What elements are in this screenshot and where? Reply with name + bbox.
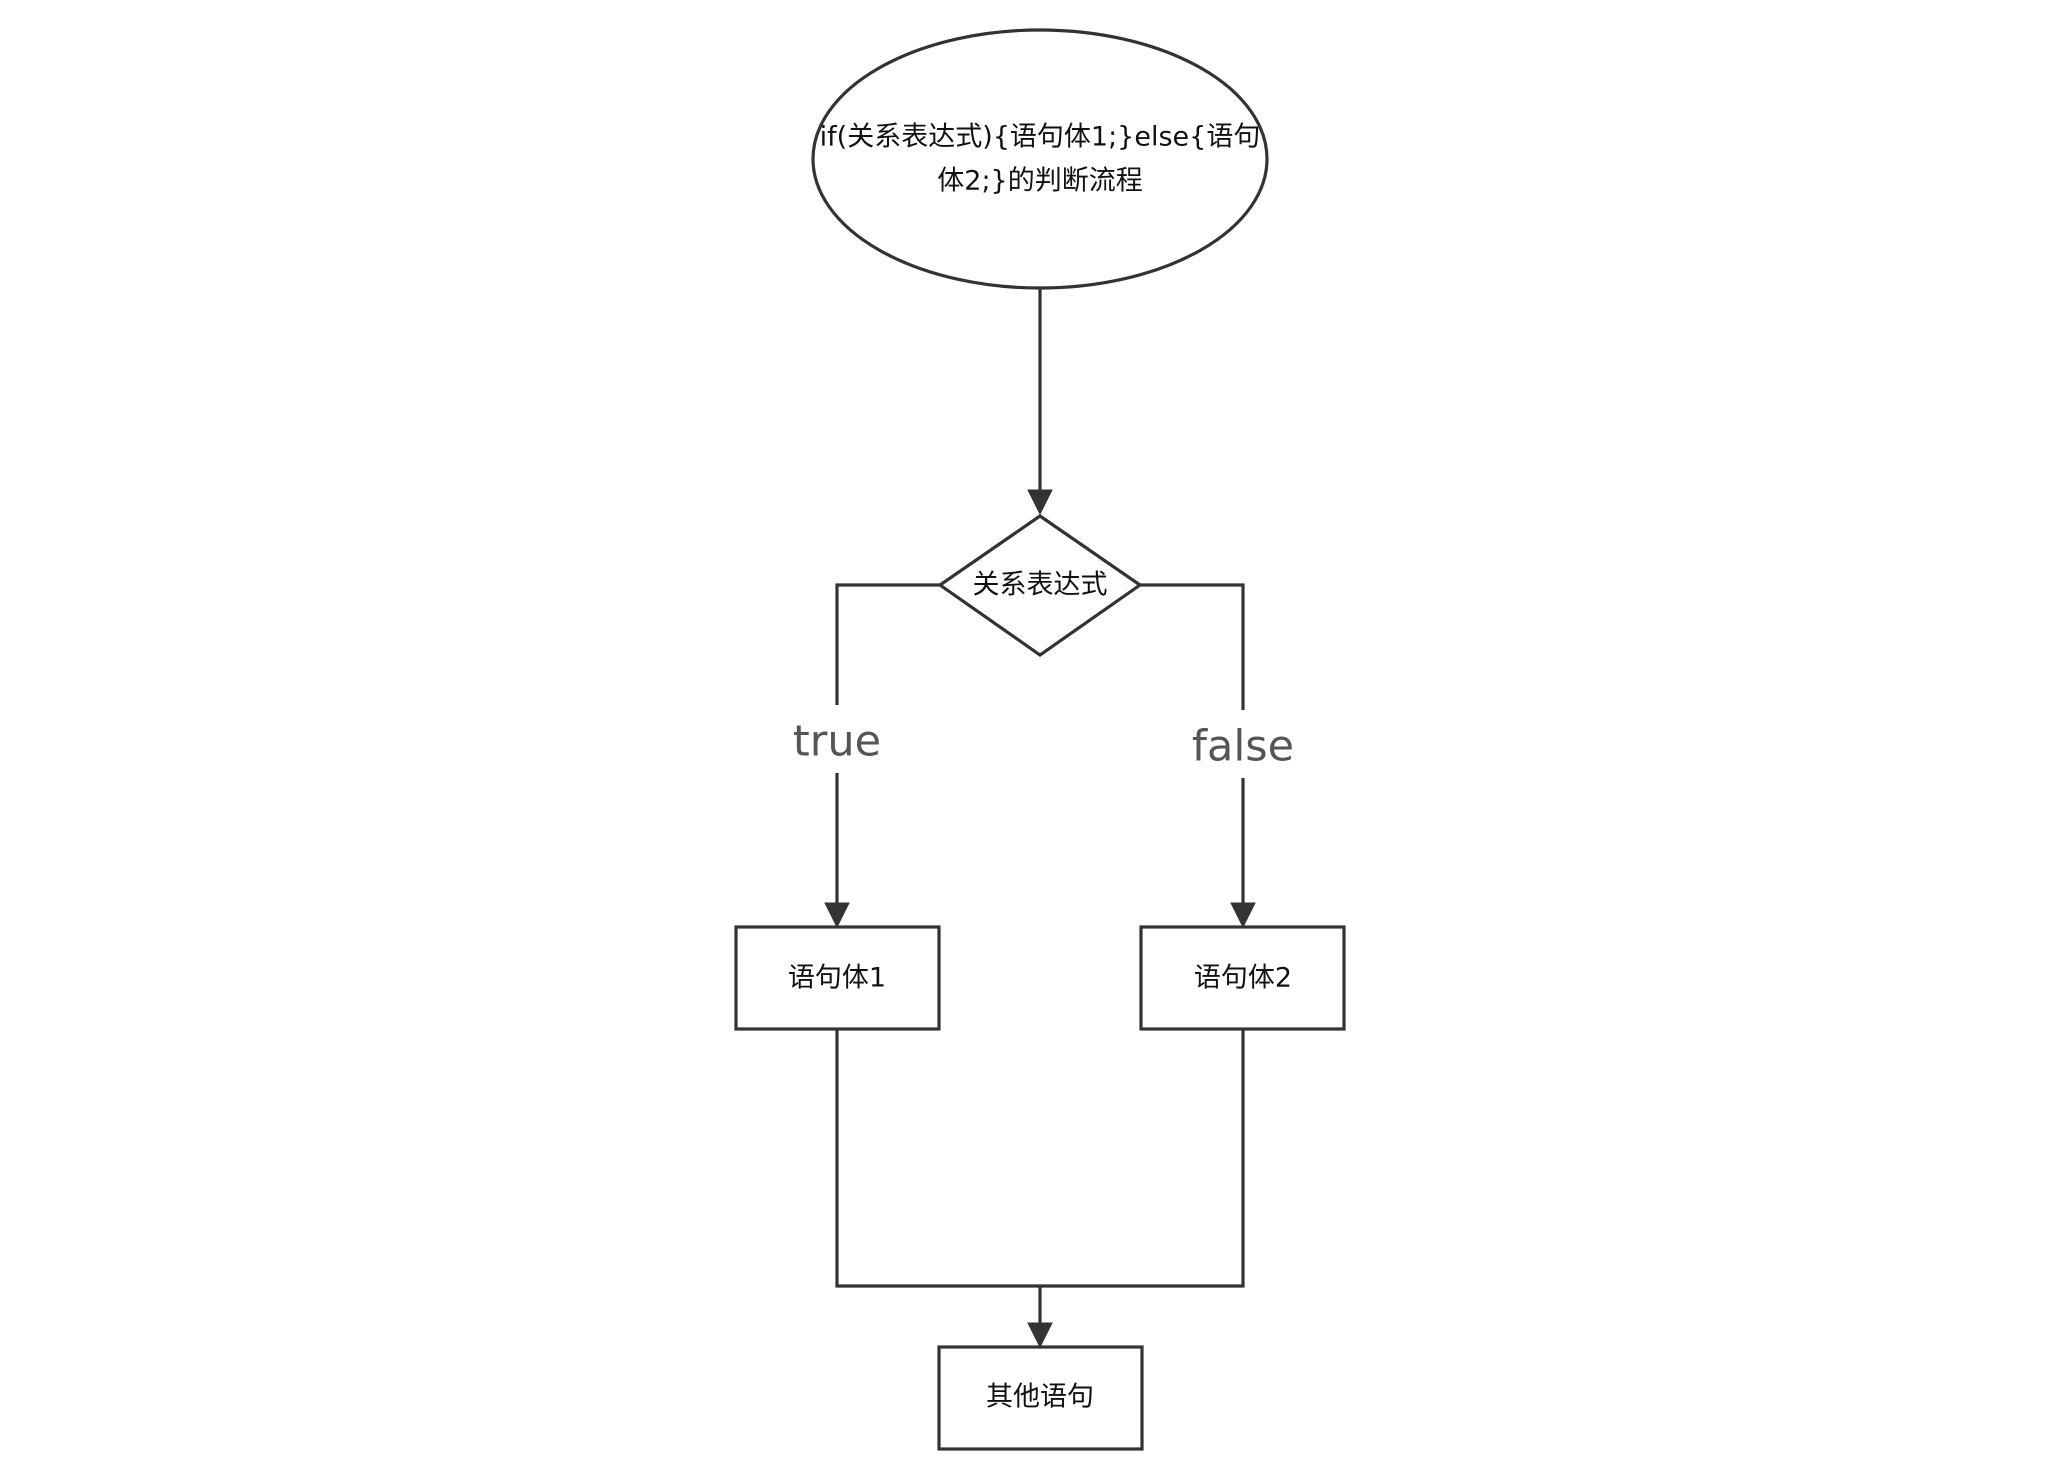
condition-node: 关系表达式	[937, 514, 1143, 657]
edge-false-branch	[1140, 583, 1256, 929]
true-label: true	[793, 717, 881, 767]
body1-node: 语句体1	[734, 925, 941, 1031]
start-node: if(关系表达式){语句体1;}else{语句 体2;}的判断流程	[811, 28, 1269, 290]
start-node-label-line-2: 体2;}的判断流程	[937, 166, 1142, 197]
edge-bodies-to-other	[835, 1029, 1245, 1349]
edge-start-to-condition	[1027, 288, 1053, 516]
false-label: false	[1192, 722, 1294, 772]
other-label: 其他语句	[986, 1382, 1094, 1413]
other-node: 其他语句	[937, 1345, 1144, 1451]
body1-label: 语句体1	[788, 963, 886, 994]
start-node-label-line-1: if(关系表达式){语句体1;}else{语句	[820, 122, 1261, 153]
condition-label: 关系表达式	[973, 570, 1108, 601]
edge-true-branch	[824, 583, 940, 929]
body2-node: 语句体2	[1139, 925, 1346, 1031]
body2-label: 语句体2	[1194, 963, 1292, 994]
false-label-group: false	[1190, 710, 1296, 778]
true-label-group: true	[790, 705, 884, 773]
